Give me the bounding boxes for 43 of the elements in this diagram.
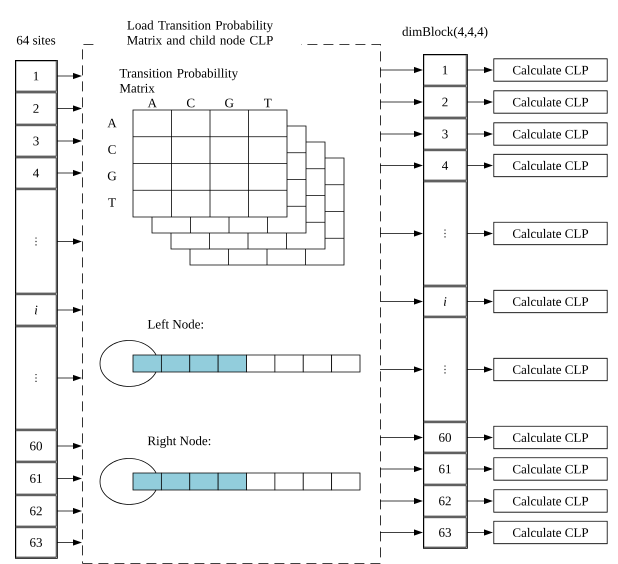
process-box: Calculate CLP: [493, 222, 608, 246]
process-box: Calculate CLP: [493, 426, 608, 450]
matrix-title: Transition Probabillity Matrix: [120, 68, 238, 93]
process-box: Calculate CLP: [493, 457, 608, 481]
process-box: Calculate CLP: [493, 122, 608, 146]
site-cell: 63: [423, 517, 467, 548]
site-cell: 63: [15, 527, 57, 558]
row-letter: C: [108, 145, 116, 154]
column-letter: C: [186, 98, 194, 108]
site-cell: 3: [423, 118, 467, 150]
site-cell: i: [15, 294, 57, 326]
process-box: Calculate CLP: [493, 154, 608, 178]
process-box: Calculate CLP: [493, 358, 608, 382]
site-cell: 62: [15, 495, 57, 527]
site-cell: 4: [15, 157, 57, 189]
column-letter: G: [225, 98, 234, 108]
column-title: 64 sites: [16, 36, 56, 45]
site-cell: 60: [423, 422, 467, 453]
node-label: Right Node:: [148, 436, 210, 448]
column-letter: T: [264, 98, 272, 108]
box-title: Load Transition Probability Matrix and child node CLP: [99, 19, 301, 46]
row-letter: A: [107, 118, 117, 128]
row-letter: G: [108, 172, 116, 180]
process-box: Calculate CLP: [493, 90, 608, 114]
site-cell: i: [423, 286, 467, 317]
site-cell: 4: [423, 150, 467, 181]
process-box: Calculate CLP: [493, 489, 608, 513]
column-title: dimBlock(4,4,4): [402, 26, 488, 39]
site-cell: 62: [423, 485, 467, 517]
column-letter: A: [148, 98, 157, 108]
process-box: Calculate CLP: [493, 58, 608, 82]
row-letter: T: [108, 198, 116, 207]
process-box: Calculate CLP: [493, 290, 608, 314]
site-cell: 61: [423, 453, 467, 485]
site-cell: 2: [15, 92, 57, 125]
site-cell: 1: [15, 60, 57, 92]
process-box: Calculate CLP: [493, 520, 608, 544]
site-cell: 3: [15, 125, 57, 157]
site-cell: 2: [423, 86, 467, 118]
node-label: Left Node:: [148, 319, 204, 329]
site-cell: 1: [423, 54, 467, 86]
site-cell: 60: [15, 430, 57, 462]
site-cell: 61: [15, 462, 57, 495]
